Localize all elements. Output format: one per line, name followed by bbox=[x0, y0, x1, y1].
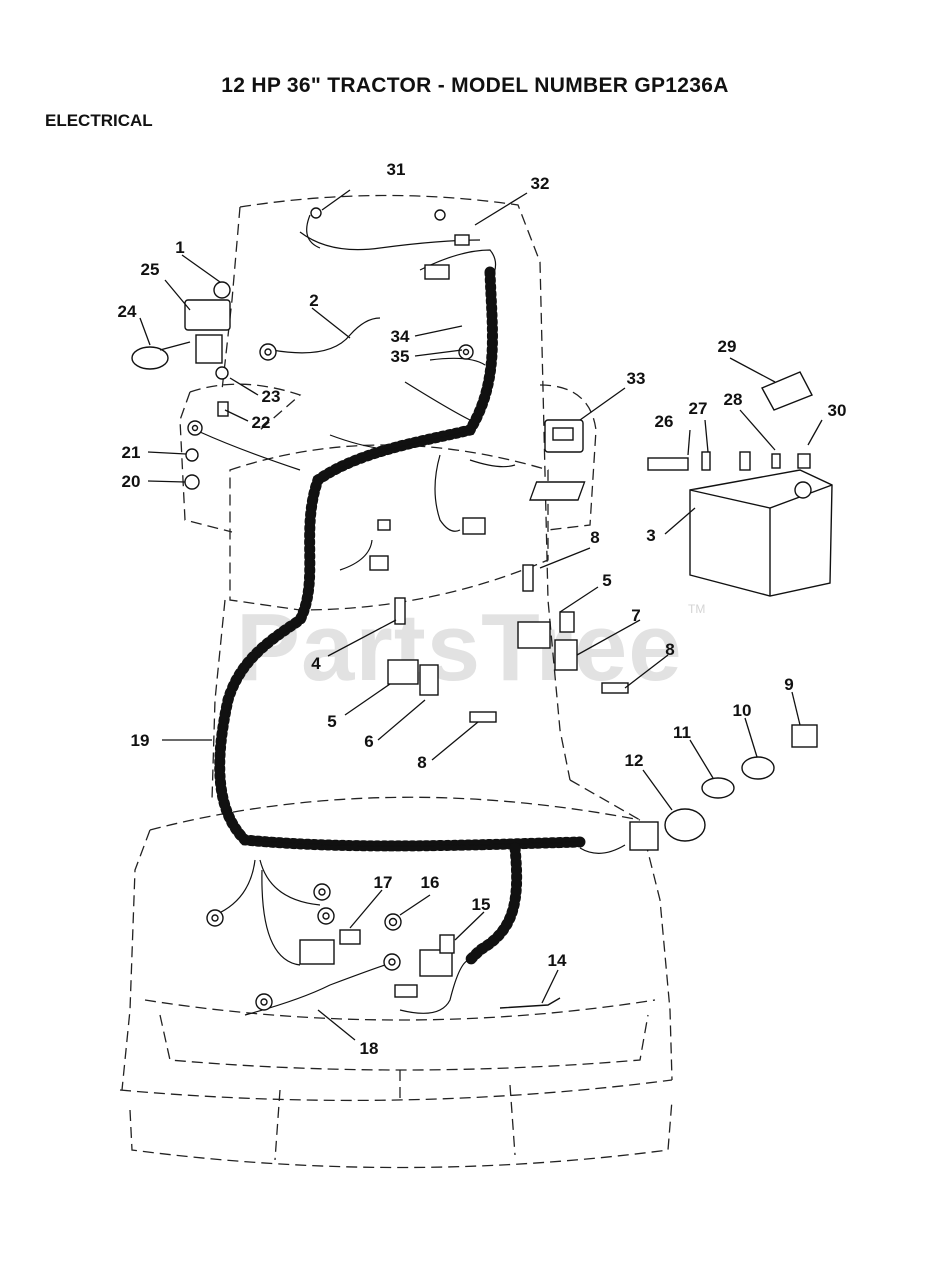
callout-15: 15 bbox=[472, 895, 491, 914]
callout-8-right: 8 bbox=[665, 640, 674, 659]
callout-8-top: 8 bbox=[590, 528, 599, 547]
callout-labels: 31 32 1 25 24 2 34 35 29 33 23 28 27 30 … bbox=[118, 160, 847, 1058]
callout-19: 19 bbox=[131, 731, 150, 750]
callout-12: 12 bbox=[625, 751, 644, 770]
callout-11: 11 bbox=[673, 723, 691, 742]
watermark-tm: TM bbox=[688, 602, 705, 616]
callout-18: 18 bbox=[360, 1039, 379, 1058]
ring-terminals bbox=[187, 343, 474, 1011]
callout-35: 35 bbox=[391, 347, 410, 366]
section-label: ELECTRICAL bbox=[45, 111, 153, 130]
callout-26: 26 bbox=[655, 412, 674, 431]
leader-lines bbox=[139, 189, 823, 1041]
callout-14: 14 bbox=[548, 951, 567, 970]
tractor-outline bbox=[119, 194, 673, 1169]
callout-27: 27 bbox=[689, 399, 708, 418]
callout-7: 7 bbox=[631, 606, 640, 625]
callout-3: 3 bbox=[646, 526, 655, 545]
callout-4: 4 bbox=[311, 654, 321, 673]
callout-5-right: 5 bbox=[602, 571, 611, 590]
callout-33: 33 bbox=[627, 369, 646, 388]
starter-solenoid bbox=[184, 299, 231, 331]
callout-24: 24 bbox=[118, 302, 137, 321]
callout-34: 34 bbox=[391, 327, 410, 346]
callout-25: 25 bbox=[141, 260, 160, 279]
callout-29: 29 bbox=[718, 337, 737, 356]
callout-22: 22 bbox=[252, 413, 271, 432]
diagram-title: 12 HP 36" TRACTOR - MODEL NUMBER GP1236A bbox=[221, 74, 729, 97]
callout-30: 30 bbox=[828, 401, 847, 420]
callout-2: 2 bbox=[309, 291, 318, 310]
callout-8-bottom: 8 bbox=[417, 753, 426, 772]
components bbox=[131, 207, 833, 1009]
callout-16: 16 bbox=[421, 873, 440, 892]
callout-1: 1 bbox=[175, 238, 184, 257]
battery bbox=[689, 469, 833, 597]
callout-5-left: 5 bbox=[327, 712, 336, 731]
main-wire-harness-coil bbox=[214, 266, 586, 966]
callout-20: 20 bbox=[122, 472, 141, 491]
callout-23: 23 bbox=[262, 387, 281, 406]
callout-32: 32 bbox=[531, 174, 550, 193]
solenoid-nut bbox=[213, 281, 231, 299]
callout-21: 21 bbox=[122, 443, 141, 462]
callout-10: 10 bbox=[733, 701, 752, 720]
callout-31: 31 bbox=[387, 160, 406, 179]
callout-9: 9 bbox=[784, 675, 793, 694]
callout-6: 6 bbox=[364, 732, 373, 751]
callout-28: 28 bbox=[724, 390, 743, 409]
wire-strands bbox=[199, 214, 626, 1016]
callout-17: 17 bbox=[374, 873, 393, 892]
